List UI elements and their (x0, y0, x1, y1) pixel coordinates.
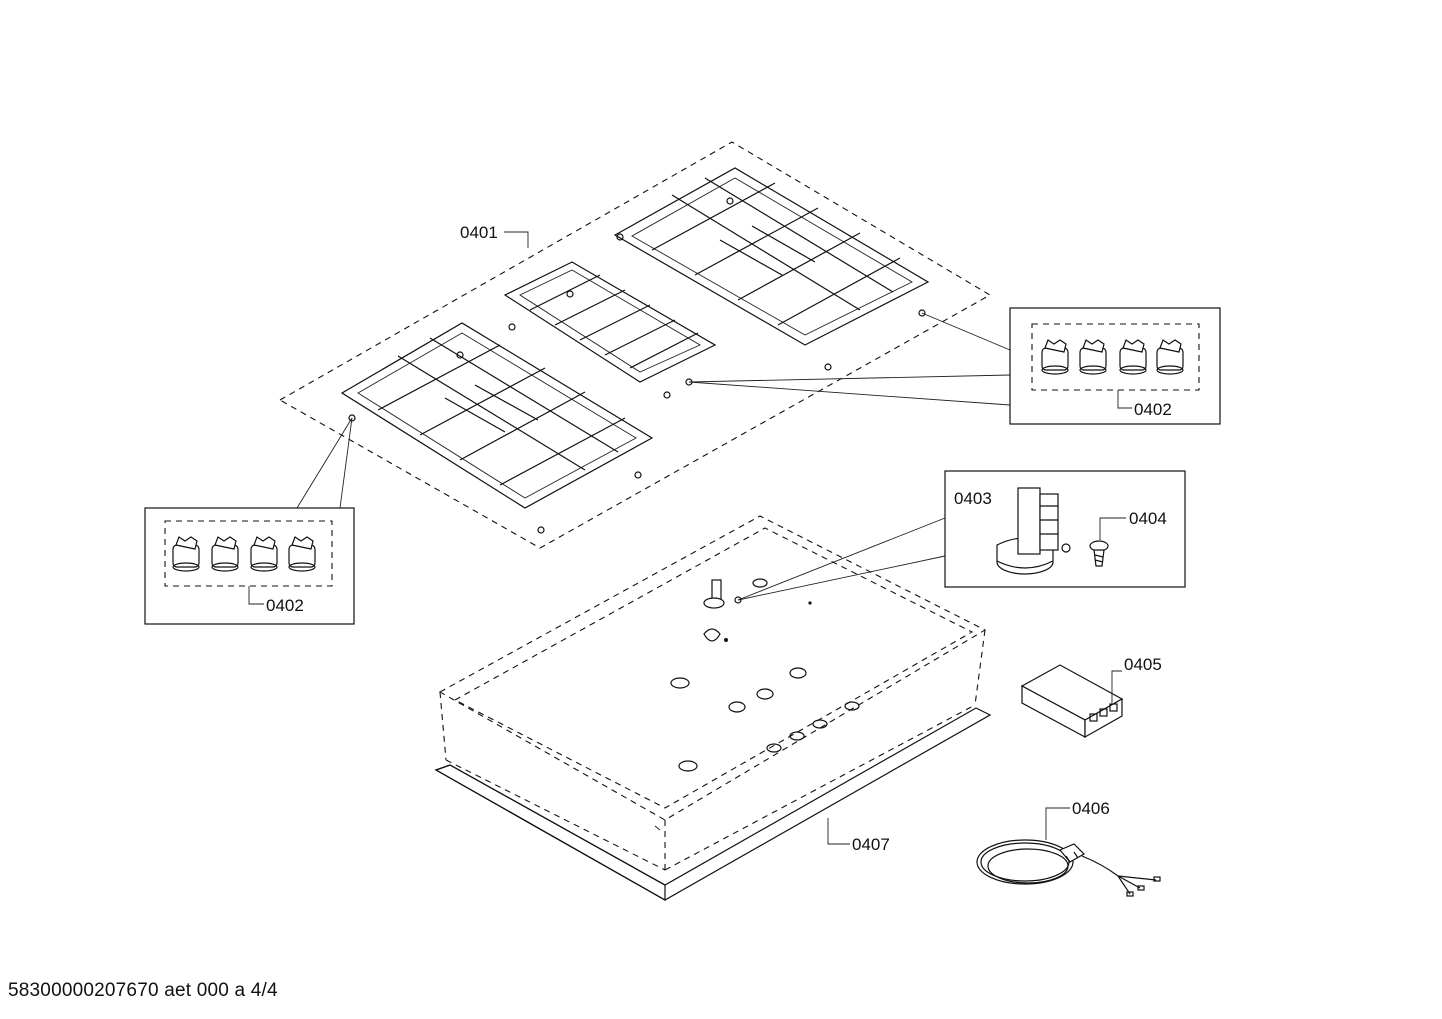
label-0406: 0406 (1072, 799, 1110, 818)
label-0402-right: 0402 (1134, 400, 1172, 419)
knob-icon (1079, 339, 1107, 375)
knob-set-right-callout: 0402 (688, 307, 1221, 425)
document-footer-id: 58300000207670 aet 000 a 4/4 (8, 980, 278, 1001)
knob-icon (211, 536, 239, 572)
knob-icon (1156, 339, 1184, 375)
grate-middle (503, 261, 717, 383)
knob-icon (250, 536, 278, 572)
grate-left (340, 322, 654, 509)
knob-icon (172, 536, 200, 572)
grates-dashed-outline (278, 141, 992, 549)
knob-icon (1041, 339, 1069, 375)
ignition-callout: 0403 0404 (737, 470, 1186, 601)
label-0404: 0404 (1129, 509, 1167, 528)
grates-group: 0401 (278, 141, 992, 549)
label-0407: 0407 (852, 835, 890, 854)
label-0403: 0403 (954, 489, 992, 508)
label-0405: 0405 (1124, 655, 1162, 674)
plug-icon (1059, 843, 1085, 863)
control-box: 0405 (1020, 655, 1162, 739)
cooktop-tray: 0407 (434, 515, 992, 902)
label-0401: 0401 (460, 223, 498, 242)
knob-set-left-callout: 0402 (144, 417, 355, 625)
ignition-module-icon (996, 487, 1071, 575)
knob-icon (1119, 339, 1147, 375)
power-cord: 0406 (976, 799, 1161, 897)
label-0402-left: 0402 (266, 596, 304, 615)
tray-ignition-module (703, 579, 742, 642)
grate-right (613, 167, 930, 346)
knob-icon (288, 536, 316, 572)
screw-icon (1089, 540, 1109, 567)
